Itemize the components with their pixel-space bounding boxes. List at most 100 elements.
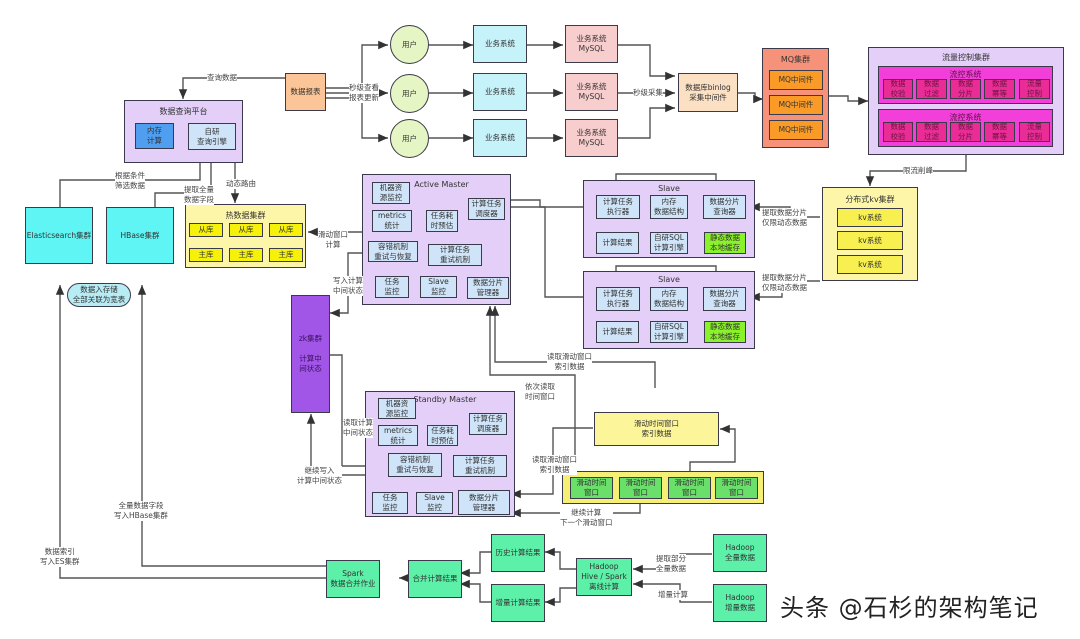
slave2-mem-struct[interactable]: 内存 数据结构 (650, 287, 688, 311)
mq-middleware-2[interactable]: MQ中间件 (769, 95, 823, 115)
zk-subtitle: 计算中 间状态 (299, 354, 322, 373)
slave2-executor[interactable]: 计算任务 执行器 (596, 287, 640, 311)
business-mysql-1[interactable]: 业务系统 MySQL (565, 25, 618, 63)
mq-middleware-3[interactable]: MQ中间件 (769, 120, 823, 140)
flow-item-1-4[interactable]: 数据 幂等 (984, 79, 1015, 99)
slave-db-3[interactable]: 从库 (269, 223, 303, 237)
flow-item-2-1[interactable]: 数据 校验 (883, 122, 913, 142)
label-read-sliding-index-2: 读取滑动窗口 索引数据 (532, 455, 577, 475)
sliding-window-1[interactable]: 滑动时间 窗口 (570, 477, 613, 499)
slave-db-2[interactable]: 从库 (229, 223, 263, 237)
sliding-window-4[interactable]: 滑动时间 窗口 (715, 477, 758, 499)
slave1-sql-engine[interactable]: 自研SQL 计算引擎 (650, 232, 688, 254)
merge-result[interactable]: 合并计算结果 (408, 560, 462, 598)
slave-db-1[interactable]: 从库 (189, 223, 223, 237)
slave-title-2: Slave (658, 275, 680, 284)
business-system-1[interactable]: 业务系统 (473, 25, 527, 63)
spark-merge-job[interactable]: Spark 数据合并作业 (326, 560, 380, 598)
flow-item-2-4[interactable]: 数据 幂等 (984, 122, 1015, 142)
slave2-result[interactable]: 计算结果 (596, 321, 639, 343)
hot-data-title: 热数据集群 (225, 211, 266, 220)
am-resource-monitor[interactable]: 机器资 源监控 (372, 182, 410, 204)
slave1-result[interactable]: 计算结果 (596, 232, 639, 254)
slave2-shard-query[interactable]: 数据分片 查询器 (703, 287, 746, 311)
kv-system-2[interactable]: kv系统 (837, 231, 903, 250)
user-node-2[interactable]: 用户 (390, 74, 429, 113)
label-query-data: 查询数据 (207, 73, 237, 83)
sm-fault-tolerance[interactable]: 容错机制 重试与恢复 (388, 453, 442, 477)
label-index-to-es: 数据索引 写入ES集群 (40, 547, 80, 567)
incremental-result[interactable]: 增量计算结果 (491, 584, 545, 622)
am-task-monitor[interactable]: 任务 监控 (375, 276, 409, 298)
label-write-state: 写入计算 中间状态 (333, 276, 363, 296)
watermark: 头条 @石杉的架构笔记 (780, 594, 1039, 622)
am-scheduler[interactable]: 计算任务 调度器 (468, 198, 505, 220)
history-result[interactable]: 历史计算结果 (491, 534, 545, 572)
flow-item-1-5[interactable]: 流量 控制 (1019, 79, 1050, 99)
am-metrics[interactable]: metrics 统计 (372, 210, 412, 232)
label-fetch-shard-2: 提取数据分片 仅限动态数据 (762, 273, 807, 293)
kv-cluster-title: 分布式kv集群 (845, 195, 895, 204)
master-db-2[interactable]: 主库 (229, 248, 263, 262)
master-db-1[interactable]: 主库 (189, 248, 223, 262)
sm-retry[interactable]: 计算任务 重试机制 (453, 455, 507, 477)
elasticsearch-cluster[interactable]: Elasticsearch集群 (25, 207, 93, 264)
sm-resource-monitor[interactable]: 机器资 源监控 (378, 398, 416, 419)
hbase-cluster[interactable]: HBase集群 (106, 207, 174, 264)
label-second-collect: 秒级采集 (633, 88, 663, 98)
am-slave-monitor[interactable]: Slave 监控 (420, 276, 457, 298)
master-db-3[interactable]: 主库 (269, 248, 303, 262)
flow-system-title-1: 流控系统 (949, 70, 982, 79)
business-mysql-2[interactable]: 业务系统 MySQL (565, 73, 618, 111)
memory-calc-node[interactable]: 内存 计算 (135, 123, 174, 149)
active-master-title: Active Master (414, 180, 469, 189)
slave2-sql-engine[interactable]: 自研SQL 计算引擎 (650, 321, 688, 343)
zk-title: zk集群 (298, 334, 323, 343)
flow-system-title-2: 流控系统 (949, 113, 982, 122)
flow-item-1-3[interactable]: 数据 分片 (950, 79, 981, 99)
sliding-window-3[interactable]: 滑动时间 窗口 (668, 477, 711, 499)
sliding-window-2[interactable]: 滑动时间 窗口 (619, 477, 662, 499)
sm-shard-manager[interactable]: 数据分片 管理器 (458, 490, 510, 515)
label-continue-write: 继续写入 计算中间状态 (297, 466, 342, 486)
slave1-shard-query[interactable]: 数据分片 查询器 (703, 195, 746, 219)
flow-item-1-2[interactable]: 数据 过滤 (916, 79, 947, 99)
zk-cluster[interactable]: zk集群 计算中 间状态 (291, 295, 330, 413)
slave1-executor[interactable]: 计算任务 执行器 (596, 195, 640, 219)
am-retry[interactable]: 计算任务 重试机制 (428, 244, 482, 266)
sm-metrics[interactable]: metrics 统计 (378, 425, 418, 446)
slave-title-1: Slave (658, 184, 680, 193)
kv-system-1[interactable]: kv系统 (837, 208, 903, 227)
hadoop-incr-data[interactable]: Hadoop 增量数据 (713, 584, 767, 622)
sm-task-monitor[interactable]: 任务 监控 (372, 492, 408, 514)
am-time-estimate[interactable]: 任务耗 时预估 (426, 210, 458, 232)
query-engine-node[interactable]: 自研 查询引擎 (188, 123, 236, 150)
flow-item-1-1[interactable]: 数据 校验 (883, 79, 913, 99)
hadoop-offline-calc[interactable]: Hadoop Hive / Spark 离线计算 (576, 558, 632, 596)
business-mysql-3[interactable]: 业务系统 MySQL (565, 119, 618, 157)
sm-slave-monitor[interactable]: Slave 监控 (416, 492, 453, 514)
slave2-static-cache[interactable]: 静态数据 本地缓存 (704, 321, 746, 343)
data-report-node[interactable]: 数据报表 (285, 73, 326, 111)
label-incr-calc: 增量计算 (658, 590, 688, 600)
label-filter-by-condition: 根据条件 筛选数据 (115, 171, 145, 191)
mq-middleware-1[interactable]: MQ中间件 (769, 70, 823, 90)
sm-time-estimate[interactable]: 任务耗 时预估 (427, 425, 458, 446)
binlog-collector-node[interactable]: 数据库binlog 采集中间件 (678, 73, 738, 112)
flow-item-2-5[interactable]: 流量 控制 (1019, 122, 1050, 142)
flow-item-2-2[interactable]: 数据 过滤 (916, 122, 947, 142)
am-shard-manager[interactable]: 数据分片 管理器 (467, 277, 509, 299)
slave1-static-cache[interactable]: 静态数据 本地缓存 (704, 232, 746, 254)
flow-item-2-3[interactable]: 数据 分片 (950, 122, 981, 142)
sm-scheduler[interactable]: 计算任务 调度器 (469, 413, 507, 435)
business-system-2[interactable]: 业务系统 (473, 73, 527, 111)
hadoop-full-data[interactable]: Hadoop 全量数据 (713, 534, 767, 572)
slave1-mem-struct[interactable]: 内存 数据结构 (650, 195, 688, 219)
sliding-window-index[interactable]: 滑动时间窗口 索引数据 (594, 412, 719, 446)
user-node-1[interactable]: 用户 (390, 25, 429, 64)
kv-system-3[interactable]: kv系统 (837, 255, 903, 274)
am-fault-tolerance[interactable]: 容错机制 重试与恢复 (368, 241, 418, 262)
storage-note-cloud: 数据入存储 全部关联为宽表 (67, 283, 131, 307)
business-system-3[interactable]: 业务系统 (473, 119, 527, 157)
user-node-3[interactable]: 用户 (390, 119, 429, 158)
